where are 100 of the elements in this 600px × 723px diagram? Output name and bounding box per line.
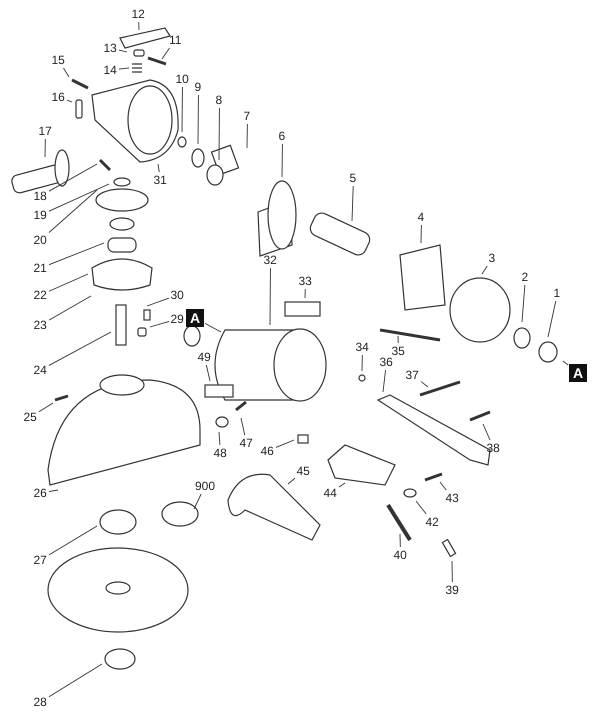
callout-number: 19 — [32, 208, 48, 222]
leader-line — [246, 124, 248, 148]
leader-line — [48, 242, 104, 266]
leader-line — [48, 490, 58, 492]
callout-number: 39 — [444, 583, 460, 597]
callout-number: 20 — [32, 233, 48, 247]
callout-number: 7 — [242, 109, 252, 123]
callout-number: 900 — [194, 479, 216, 493]
leader-line — [48, 190, 98, 233]
callout-number: 36 — [378, 355, 394, 369]
section-marker: A — [569, 364, 587, 382]
callout-number: 17 — [38, 124, 53, 138]
leader-line — [48, 664, 102, 698]
leader-line — [548, 300, 556, 338]
leader-line — [48, 332, 112, 366]
leader-line — [304, 288, 306, 298]
callout-number: 9 — [194, 80, 202, 94]
leader-line — [198, 94, 199, 144]
leader-line — [38, 402, 54, 412]
leader-line — [382, 370, 386, 392]
leader-line — [62, 68, 70, 78]
leader-line — [416, 500, 427, 514]
section-marker: A — [186, 309, 204, 327]
leader-line — [398, 336, 399, 344]
leader-line — [162, 48, 170, 60]
leader-line — [204, 322, 222, 332]
leader-line — [482, 424, 490, 440]
callout-number: 18 — [32, 189, 48, 203]
leader-line — [288, 478, 296, 484]
leader-line — [66, 100, 72, 102]
leader-line — [352, 186, 354, 222]
leader-line — [194, 494, 202, 510]
leader-line — [218, 108, 220, 160]
callout-number: 46 — [260, 444, 275, 458]
callout-number: 27 — [32, 553, 48, 567]
callout-number: 44 — [322, 486, 338, 500]
leader-line — [138, 22, 140, 30]
callout-number: 22 — [32, 288, 48, 302]
leader-line — [218, 432, 220, 446]
callout-number: 11 — [168, 33, 182, 47]
leader-line — [282, 144, 283, 178]
callout-number: 38 — [486, 441, 501, 455]
callout-number: 16 — [50, 90, 66, 104]
leader-line — [206, 364, 210, 382]
callout-number: 24 — [32, 363, 48, 377]
leader-line — [118, 68, 130, 70]
leader-line — [48, 184, 110, 212]
leader-line — [48, 526, 98, 556]
callout-number: 25 — [22, 410, 38, 424]
leader-line — [44, 138, 46, 158]
leader-line — [48, 296, 92, 321]
leader-line — [420, 224, 422, 244]
callout-number: 29 — [170, 312, 185, 326]
callout-number: 2 — [520, 270, 530, 284]
callout-number: 42 — [424, 515, 440, 529]
callout-number: 32 — [262, 253, 278, 267]
callout-number: 43 — [444, 491, 460, 505]
leader-line — [270, 268, 271, 326]
leader-line — [522, 284, 526, 322]
leader-line — [146, 298, 170, 306]
callout-number: 48 — [212, 446, 228, 460]
callout-number: 33 — [298, 274, 313, 288]
callout-number: 49 — [196, 350, 212, 364]
callout-number: 40 — [392, 548, 408, 562]
leader-line — [182, 86, 183, 132]
callout-number: 8 — [214, 93, 224, 107]
callout-number: 31 — [152, 173, 168, 187]
callout-number: 37 — [404, 368, 420, 382]
leader-line — [118, 50, 128, 52]
callout-number: 5 — [348, 171, 358, 185]
leader-line — [338, 482, 346, 488]
leader-line — [276, 440, 294, 448]
leader-line — [158, 164, 160, 172]
callout-number: 47 — [238, 436, 254, 450]
callout-number: 12 — [130, 7, 146, 21]
callout-number: 30 — [170, 288, 185, 302]
callout-number: 14 — [102, 63, 118, 77]
callout-number: 21 — [32, 261, 48, 275]
leader-line — [48, 274, 88, 292]
callout-number: 6 — [278, 129, 286, 143]
callout-number: 3 — [488, 251, 496, 265]
leader-line — [440, 482, 447, 490]
leader-line — [420, 381, 428, 388]
leader-line — [48, 164, 98, 192]
leader-line — [562, 360, 568, 366]
leader-line — [400, 534, 401, 548]
leader-line — [362, 354, 363, 372]
callout-number: 13 — [102, 41, 118, 55]
callout-number: 10 — [174, 72, 190, 86]
callout-number: 23 — [32, 318, 48, 332]
leader-line — [150, 321, 170, 328]
callout-number: 4 — [416, 210, 426, 224]
leader-line — [452, 560, 453, 582]
callout-number: 34 — [354, 340, 370, 354]
leader-line — [240, 418, 246, 436]
callout-number: 15 — [50, 53, 66, 67]
callout-number: 26 — [32, 486, 48, 500]
callout-number: 28 — [32, 695, 48, 709]
callout-number: 45 — [296, 464, 311, 478]
callout-number: 1 — [552, 286, 562, 300]
